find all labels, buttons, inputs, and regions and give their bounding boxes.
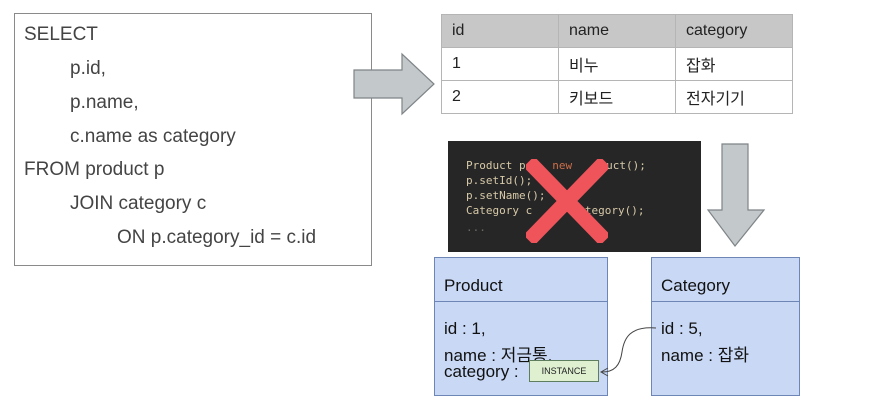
column-header-id: id	[441, 14, 559, 48]
category-entity-box: Category id : 5, name : 잡화	[651, 257, 800, 396]
product-entity-title: Product	[435, 258, 607, 302]
sql-line-name: p.name,	[70, 92, 139, 113]
code-text: Product p	[466, 159, 526, 172]
product-id-field: id : 1,	[444, 319, 486, 338]
sql-query-box	[14, 13, 372, 266]
code-line-3: p.setName();	[466, 189, 546, 202]
sql-line-select: SELECT	[24, 24, 98, 45]
reference-connector	[599, 327, 657, 377]
table-row: 1 비누 잡화	[441, 47, 793, 81]
code-line-4: Category c ategory();	[466, 204, 644, 217]
sql-line-category: c.name as category	[70, 126, 236, 147]
column-header-category: category	[675, 14, 793, 48]
column-header-name: name	[558, 14, 676, 48]
product-entity-box: Product id : 1, name : 저금통, category :	[434, 257, 608, 396]
sql-line-from: FROM product p	[24, 159, 165, 180]
right-arrow-icon	[353, 52, 435, 116]
table-cell: 키보드	[558, 80, 676, 114]
instance-reference-badge: INSTANCE	[529, 360, 599, 382]
category-name-field: name : 잡화	[661, 346, 749, 365]
result-table: id name category 1 비누 잡화 2 키보드 전자기기	[441, 14, 793, 114]
table-cell: 2	[441, 80, 559, 114]
table-cell: 1	[441, 47, 559, 81]
table-cell: 비누	[558, 47, 676, 81]
down-arrow-icon	[706, 143, 766, 247]
sql-line-join: JOIN category c	[70, 193, 207, 214]
code-line-5: ...	[466, 221, 486, 234]
table-cell: 전자기기	[675, 80, 793, 114]
sql-line-id: p.id,	[70, 58, 106, 79]
code-keyword: new	[552, 159, 573, 172]
code-line-1: Product p new uct();	[466, 159, 646, 172]
cross-icon	[526, 159, 608, 243]
product-category-field: category :	[444, 362, 519, 381]
code-text: ategory();	[578, 204, 645, 217]
table-row: 2 키보드 전자기기	[441, 80, 793, 114]
code-text: Category c	[466, 204, 533, 217]
category-entity-title: Category	[652, 258, 799, 302]
code-snippet: Product p new uct(); p.setId(); p.setName…	[448, 141, 701, 252]
table-header-row: id name category	[441, 14, 793, 48]
sql-line-on: ON p.category_id = c.id	[117, 227, 317, 248]
code-text: uct();	[606, 159, 646, 172]
code-line-2: p.setId();	[466, 174, 533, 187]
product-name-field: name : 저금통,	[444, 346, 553, 365]
table-cell: 잡화	[675, 47, 793, 81]
category-id-field: id : 5,	[661, 319, 703, 338]
